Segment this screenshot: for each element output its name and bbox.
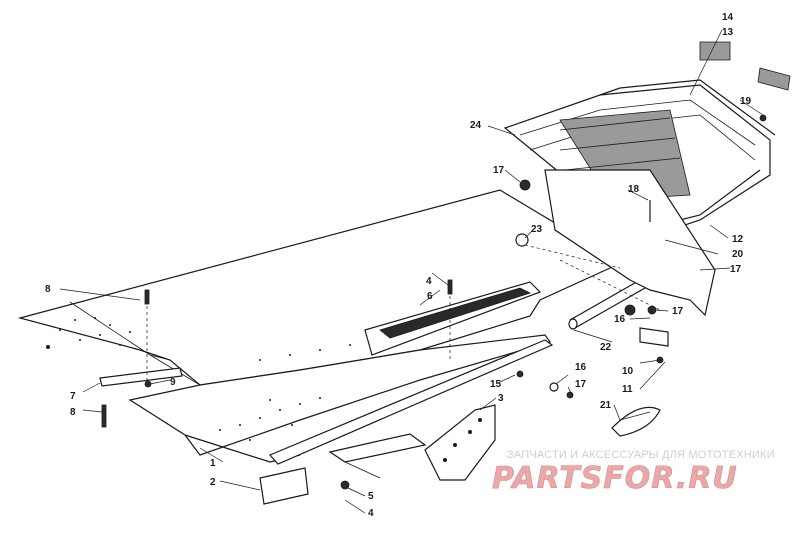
callout-6: 6 xyxy=(427,291,433,302)
callout-labels: 1 2 3 4 4 5 6 7 8 8 9 10 11 12 13 14 15 … xyxy=(45,12,752,519)
side-bracket xyxy=(99,367,183,387)
watermark-brand: PARTSFOR.RU xyxy=(492,461,738,496)
callout-8-lower: 8 xyxy=(70,407,76,418)
callout-17-mid: 17 xyxy=(672,306,684,317)
callout-5: 5 xyxy=(368,491,374,502)
callout-15: 15 xyxy=(490,379,502,390)
callout-14: 14 xyxy=(722,12,734,23)
callout-11: 11 xyxy=(622,384,633,395)
callout-4-lower: 4 xyxy=(368,508,374,519)
callout-13: 13 xyxy=(722,27,734,38)
callout-17-right: 17 xyxy=(730,264,742,275)
callout-20: 20 xyxy=(732,249,744,260)
fastener-hardware xyxy=(101,114,767,490)
brand-emblem xyxy=(611,406,661,437)
callout-21: 21 xyxy=(600,400,612,411)
callout-10: 10 xyxy=(622,366,634,377)
callout-23: 23 xyxy=(531,224,543,235)
rivet-pattern-lower xyxy=(219,397,321,441)
rivet-pattern xyxy=(46,317,351,361)
callout-2: 2 xyxy=(210,477,216,488)
deflector-part xyxy=(364,281,542,356)
leader-lines xyxy=(59,29,764,514)
callout-22: 22 xyxy=(600,342,612,353)
rear-rack xyxy=(503,79,776,245)
callout-16-upper: 16 xyxy=(614,314,626,325)
callout-3: 3 xyxy=(498,393,504,404)
mount-bracket xyxy=(424,404,496,481)
callout-12: 12 xyxy=(732,234,744,245)
callout-18: 18 xyxy=(628,184,640,195)
reflector-plate xyxy=(259,467,309,505)
decal-14 xyxy=(757,67,791,91)
callout-8-upper: 8 xyxy=(45,284,51,295)
callout-24: 24 xyxy=(470,120,482,131)
decal-13 xyxy=(699,41,731,61)
callout-4-upper: 4 xyxy=(426,276,432,287)
edge-guard-strip xyxy=(268,339,554,465)
callout-1: 1 xyxy=(210,458,216,469)
callout-9: 9 xyxy=(170,377,176,388)
callout-7: 7 xyxy=(70,391,76,402)
watermark: ЗАПЧАСТИ И АКСЕССУАРЫ ДЛЯ МОТОТЕХНИКИ PA… xyxy=(492,449,775,496)
watermark-caption: ЗАПЧАСТИ И АКСЕССУАРЫ ДЛЯ МОТОТЕХНИКИ xyxy=(507,449,775,461)
hinge-plate xyxy=(328,433,427,463)
mud-flap xyxy=(544,169,716,317)
callout-19: 19 xyxy=(740,96,752,107)
callout-17-lower: 17 xyxy=(575,379,587,390)
callout-16-lower: 16 xyxy=(575,362,587,373)
callout-17-upper: 17 xyxy=(493,165,505,176)
